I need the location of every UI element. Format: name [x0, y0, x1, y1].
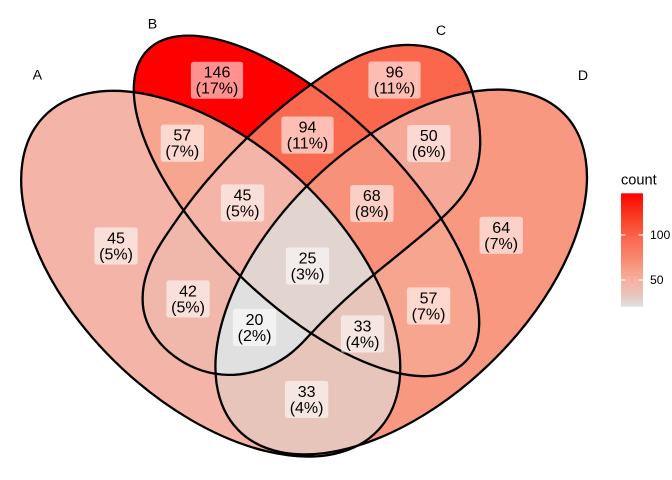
svg-text:A: A: [33, 68, 43, 84]
svg-text:(6%): (6%): [412, 144, 446, 161]
svg-text:96: 96: [386, 65, 404, 82]
svg-text:(3%): (3%): [291, 266, 325, 283]
svg-text:C: C: [436, 23, 446, 39]
svg-text:(7%): (7%): [484, 236, 518, 253]
svg-text:50: 50: [420, 128, 438, 145]
svg-text:33: 33: [298, 384, 316, 401]
svg-text:42: 42: [179, 283, 197, 300]
svg-text:25: 25: [299, 250, 317, 267]
svg-text:(4%): (4%): [346, 334, 380, 351]
svg-text:(7%): (7%): [412, 306, 446, 323]
svg-text:57: 57: [420, 290, 438, 307]
svg-text:(8%): (8%): [355, 204, 389, 221]
svg-text:(5%): (5%): [226, 203, 260, 220]
svg-text:146: 146: [204, 65, 231, 82]
svg-text:64: 64: [492, 220, 510, 237]
svg-text:33: 33: [354, 318, 372, 335]
svg-text:(7%): (7%): [165, 144, 199, 161]
svg-text:(17%): (17%): [196, 81, 239, 98]
svg-text:68: 68: [363, 188, 381, 205]
svg-text:B: B: [148, 16, 157, 32]
svg-text:(11%): (11%): [374, 81, 416, 98]
svg-text:(2%): (2%): [238, 328, 272, 345]
svg-text:45: 45: [107, 230, 125, 247]
svg-text:20: 20: [246, 312, 264, 329]
svg-text:(5%): (5%): [171, 299, 205, 316]
svg-text:45: 45: [234, 187, 252, 204]
svg-text:100: 100: [650, 228, 671, 242]
svg-text:(4%): (4%): [290, 400, 324, 417]
svg-text:D: D: [578, 68, 588, 84]
svg-text:50: 50: [650, 273, 664, 287]
svg-text:(5%): (5%): [99, 246, 133, 263]
svg-text:(11%): (11%): [287, 135, 329, 152]
svg-text:count: count: [621, 173, 657, 189]
svg-text:94: 94: [299, 119, 317, 136]
svg-text:57: 57: [173, 128, 191, 145]
